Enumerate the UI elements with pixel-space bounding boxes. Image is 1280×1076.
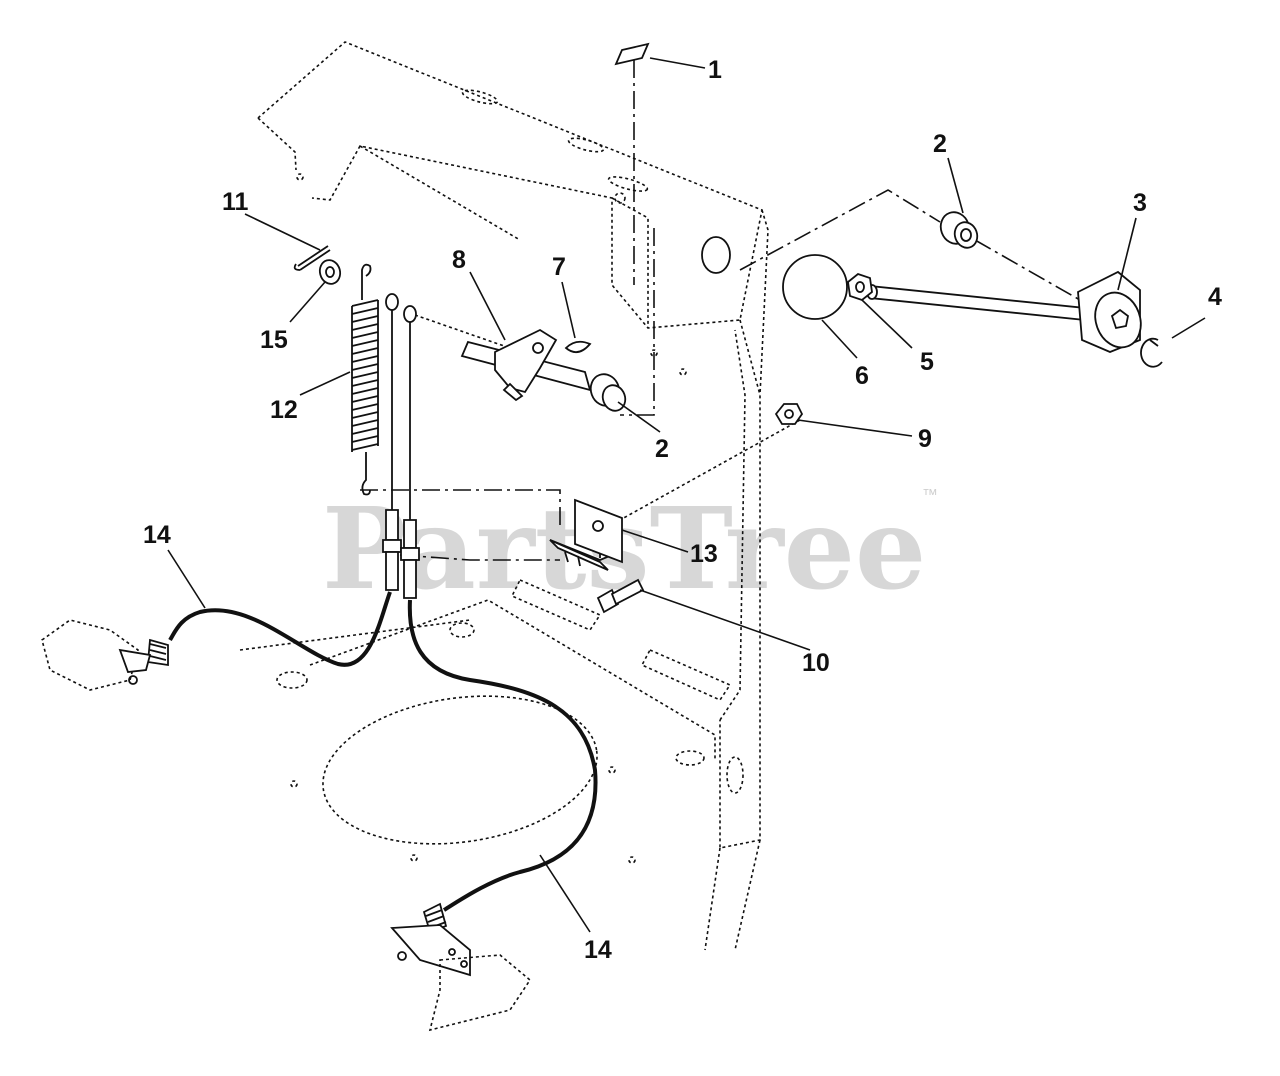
callout-4: 4 — [1208, 283, 1222, 311]
callout-labels: 1 2 3 4 5 6 7 8 2 9 10 11 12 13 14 14 15 — [143, 56, 1222, 964]
retaining-ring — [1140, 337, 1163, 368]
control-cables — [168, 591, 598, 912]
callout-2: 2 — [933, 130, 947, 158]
cable-bracket — [549, 498, 623, 571]
callout-12: 12 — [270, 396, 298, 424]
frame-panel — [239, 41, 769, 951]
callout-14-lower: 14 — [584, 936, 612, 964]
callout-13: 13 — [690, 540, 718, 568]
callout-2-lower: 2 — [655, 435, 669, 463]
lever-shaft — [460, 328, 592, 402]
control-handle — [866, 270, 1142, 353]
callout-8: 8 — [452, 246, 466, 274]
callout-10: 10 — [802, 649, 830, 677]
callout-3: 3 — [1133, 189, 1147, 217]
carriage-bolt — [596, 578, 645, 614]
knob — [782, 254, 848, 320]
leader-lines — [167, 57, 1206, 933]
callout-6: 6 — [855, 362, 869, 390]
woodruff-key — [564, 340, 592, 354]
cable-end-left — [41, 619, 169, 691]
callout-1: 1 — [708, 56, 722, 84]
callout-9: 9 — [918, 425, 932, 453]
flat-washer — [318, 259, 342, 285]
bushing-upper — [939, 211, 979, 249]
hex-nut — [774, 403, 804, 425]
cable-rods — [382, 293, 420, 599]
callout-14: 14 — [143, 521, 171, 549]
cotter-pin — [293, 245, 331, 271]
jam-nut — [847, 272, 873, 302]
watermark-trademark: ™ — [922, 487, 938, 504]
square-key — [614, 42, 650, 66]
callout-11: 11 — [222, 188, 249, 216]
callout-7: 7 — [552, 253, 566, 281]
panel-bushing-hole — [701, 236, 731, 274]
bushing-lower — [589, 373, 627, 412]
callout-5: 5 — [920, 348, 934, 376]
extension-spring — [351, 263, 379, 496]
callout-15: 15 — [260, 326, 288, 354]
assembly-centerlines — [360, 60, 1081, 561]
cable-end-bottom — [390, 902, 532, 1032]
